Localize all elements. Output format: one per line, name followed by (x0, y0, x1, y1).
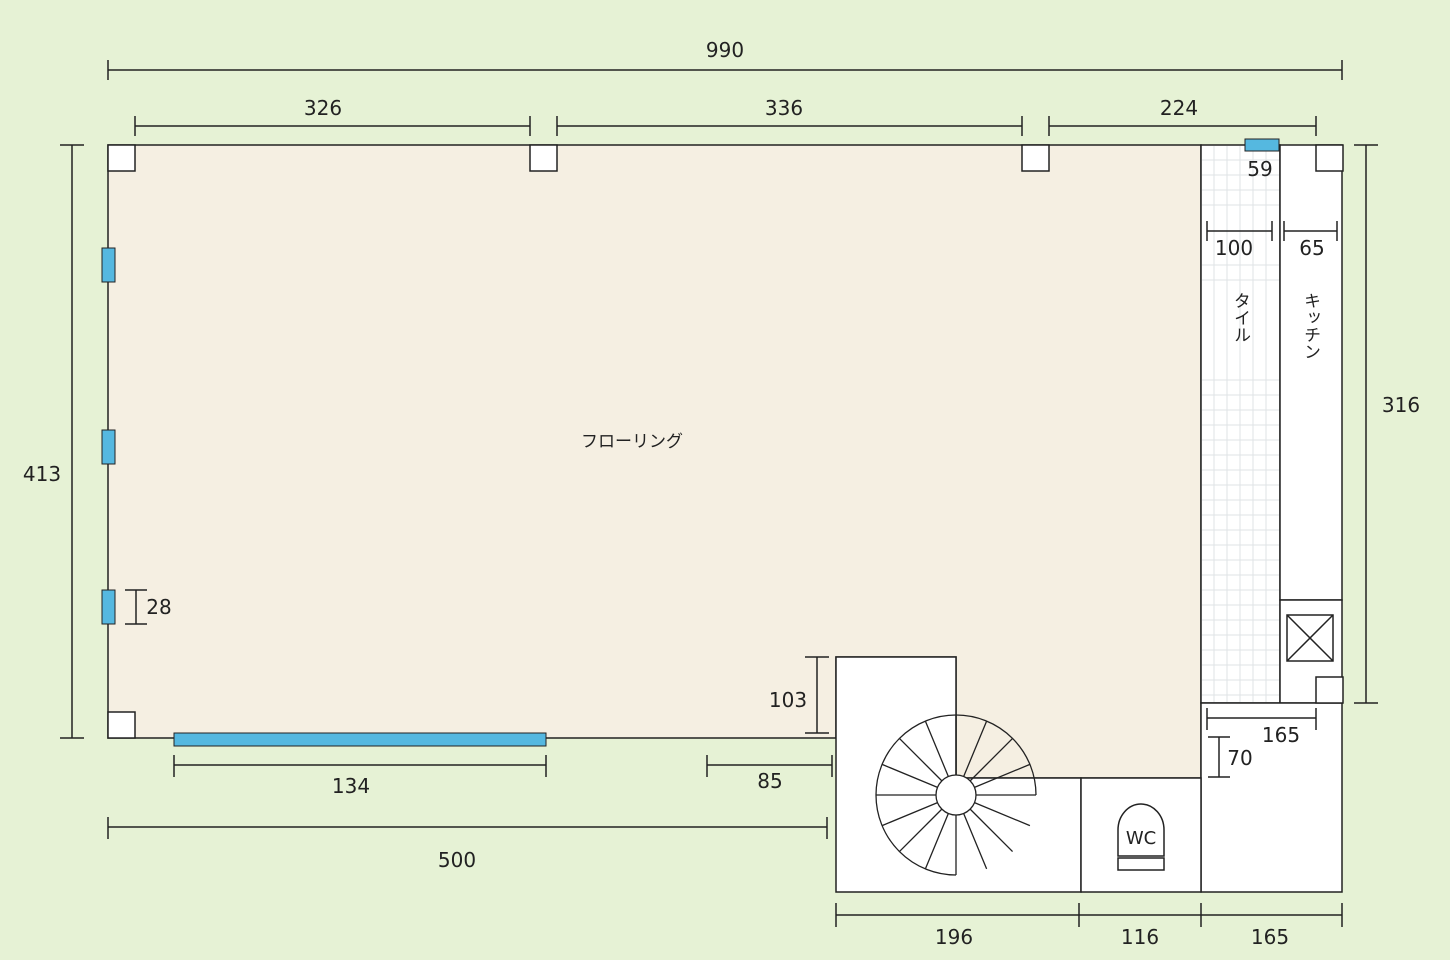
column (107, 144, 136, 172)
dim-entry-offset: 70 (1227, 746, 1252, 770)
column (1315, 144, 1344, 172)
dim-stair-offset: 103 (769, 688, 807, 712)
dim-right-depth: 316 (1382, 393, 1420, 417)
stair-tread (924, 720, 949, 777)
toilet-icon (1117, 803, 1165, 871)
window (101, 589, 116, 625)
stair-tread (963, 720, 988, 777)
dim-stair-room: 196 (935, 925, 973, 949)
dimension-labels: 990 326 336 224 413 316 59 100 65 28 103… (23, 38, 1420, 949)
stair-tread (969, 808, 1014, 853)
column (529, 144, 558, 172)
dim-sliding-window: 134 (332, 774, 370, 798)
stair-tread (898, 808, 943, 853)
flooring-label: フローリング (581, 432, 683, 452)
column (1315, 676, 1344, 704)
window (1244, 138, 1280, 152)
kitchen-area (1279, 144, 1343, 601)
dim-wc-room: 116 (1121, 925, 1159, 949)
dim-stair-gap: 85 (757, 769, 782, 793)
stair-tread (924, 813, 949, 870)
stair-tread (963, 813, 988, 870)
dimension-lines (60, 60, 1378, 927)
wc-label: WC (1126, 828, 1156, 849)
flooring-area (107, 144, 1202, 779)
dim-window-top: 59 (1247, 157, 1272, 181)
dim-total-width: 990 (706, 38, 744, 62)
stair-tread (974, 802, 1031, 827)
window (101, 429, 116, 465)
column (1021, 144, 1050, 172)
kitchen-label: キッチン (1300, 292, 1320, 360)
tile-grid (1202, 146, 1279, 702)
stair-tread (974, 763, 1031, 788)
dim-kitchen-width: 65 (1299, 236, 1324, 260)
dim-tile-width: 100 (1215, 236, 1253, 260)
dim-span-1: 326 (304, 96, 342, 120)
vent-box (1286, 614, 1334, 662)
stair-tread (881, 763, 938, 788)
stair-center-post (935, 774, 977, 816)
dim-total-depth: 413 (23, 462, 61, 486)
column (107, 711, 136, 739)
columns (107, 144, 1344, 739)
dim-front-width: 500 (438, 848, 476, 872)
entry-room (1200, 702, 1343, 893)
stair-tread (969, 737, 1014, 782)
window (173, 732, 547, 747)
windows (101, 138, 1280, 747)
dim-entry-width: 165 (1262, 723, 1300, 747)
stair-tread (898, 737, 943, 782)
dim-span-3: 224 (1160, 96, 1198, 120)
dim-span-2: 336 (765, 96, 803, 120)
spiral-staircase (875, 714, 1037, 876)
dim-window-height: 28 (146, 595, 171, 619)
tile-label: タイル (1230, 292, 1250, 343)
window (101, 247, 116, 283)
stair-tread (881, 802, 938, 827)
dim-entry-room: 165 (1251, 925, 1289, 949)
